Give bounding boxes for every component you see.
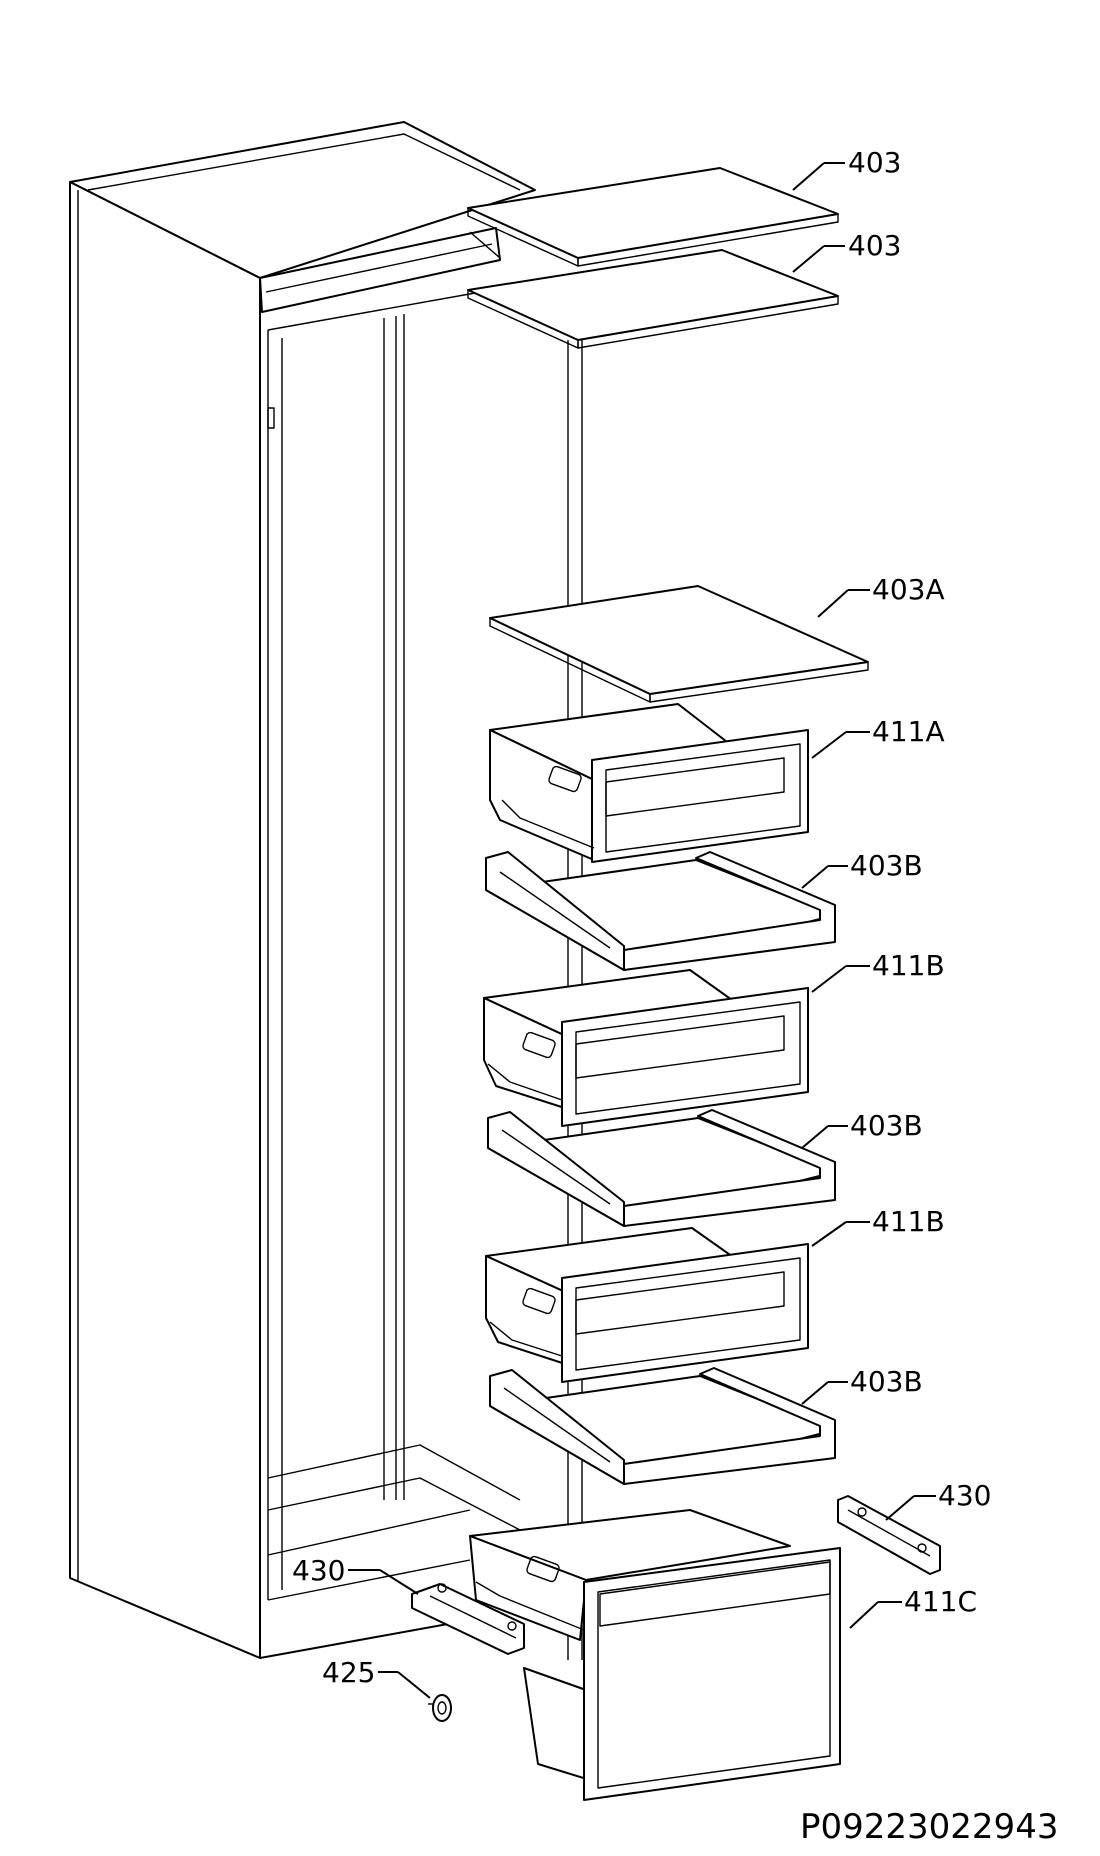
label-403b-1: 403B [850, 849, 923, 882]
frame-403b-2: 403B [487, 1109, 923, 1227]
part-425: 425 [322, 1656, 452, 1722]
label-403a: 403A [872, 573, 945, 606]
drawer-411c: 411C [469, 1509, 977, 1801]
label-411b-2: 411B [872, 1205, 945, 1238]
shelf-top-1: 403 [467, 146, 901, 267]
frame-403b-3: 403B [489, 1365, 923, 1485]
rail-430-left: 430 [292, 1554, 525, 1655]
label-403b-3: 403B [850, 1365, 923, 1398]
refrigerator-cabinet [69, 121, 583, 1660]
drawer-411b-1: 411B [483, 949, 945, 1127]
shelf-top-2: 403 [467, 229, 901, 349]
document-id: P09223022943 [800, 1807, 1058, 1847]
label-430-right: 430 [938, 1479, 991, 1512]
label-411a: 411A [872, 715, 945, 748]
shelf-403a: 403A [489, 573, 945, 703]
label-403-top-1: 403 [848, 146, 901, 179]
label-411b-1: 411B [872, 949, 945, 982]
drawer-411b-2: 411B [485, 1205, 945, 1383]
label-425: 425 [322, 1656, 375, 1689]
label-411c: 411C [904, 1585, 977, 1618]
label-430-left: 430 [292, 1554, 345, 1587]
label-403-top-2: 403 [848, 229, 901, 262]
label-403b-2: 403B [850, 1109, 923, 1142]
drawer-411a: 411A [489, 703, 945, 863]
frame-403b-1: 403B [485, 849, 923, 971]
rail-430-right: 430 [837, 1479, 991, 1575]
